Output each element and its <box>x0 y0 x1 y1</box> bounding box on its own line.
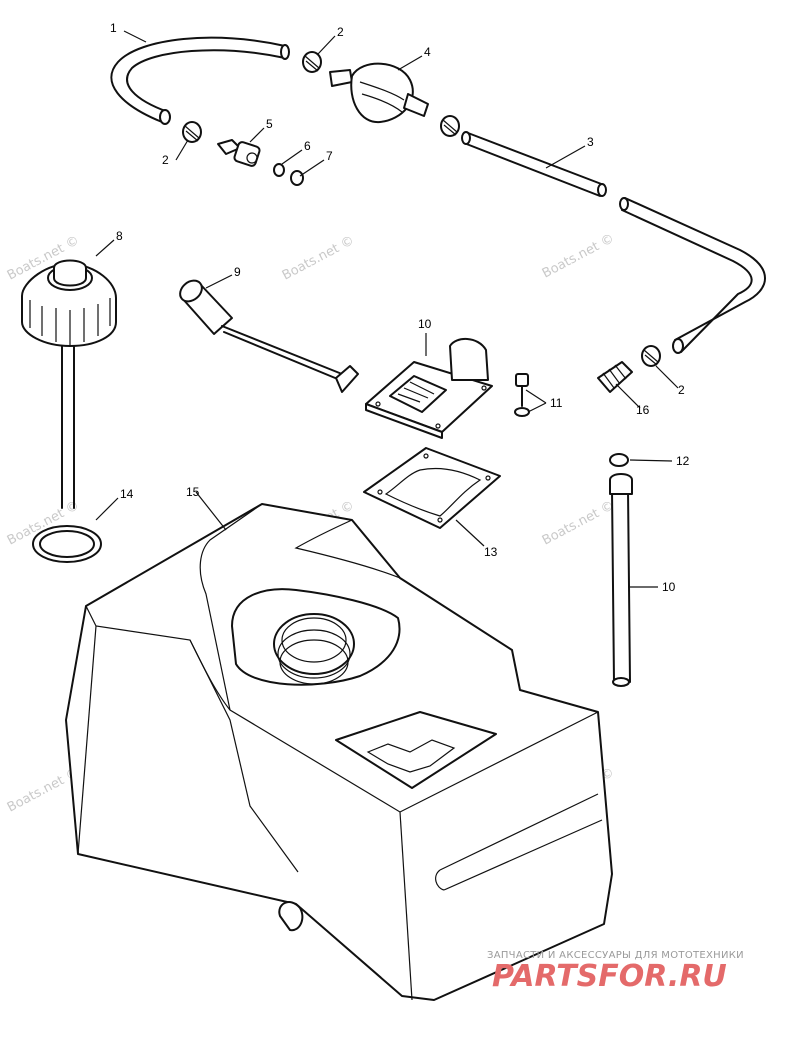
watermark: Boats.net © <box>540 231 617 281</box>
callout-13: 13 <box>484 545 498 559</box>
callout-4: 4 <box>424 45 431 59</box>
footer-tagline: ЗАПЧАСТИ И АКСЕССУАРЫ ДЛЯ МОТОТЕХНИКИ <box>487 950 744 961</box>
o-ring-part-6 <box>273 163 285 177</box>
callout-5: 5 <box>266 117 273 131</box>
hose-part-3 <box>461 131 607 197</box>
float-arm-part-9 <box>179 279 359 393</box>
callout-6: 6 <box>304 139 311 153</box>
fuel-tank-part-15 <box>65 503 613 1001</box>
callout-7: 7 <box>326 149 333 163</box>
callout-15: 15 <box>186 485 200 499</box>
callout-12: 12 <box>676 454 690 468</box>
fitting-part-16 <box>597 361 633 393</box>
watermark: Boats.net © <box>540 498 617 548</box>
leader-lines <box>95 30 679 588</box>
fuel-connector-part-5 <box>217 139 261 167</box>
primer-bulb-part-4 <box>329 62 429 124</box>
o-ring-part-7 <box>290 170 304 186</box>
callout-9: 9 <box>234 265 241 279</box>
callout-10: 10 <box>418 317 432 331</box>
hose-clamp-2-right <box>641 345 661 367</box>
hose-clamp-2-mid <box>440 115 460 137</box>
screw-part-11 <box>514 373 530 417</box>
hose-part-1 <box>110 36 290 125</box>
hose-clamp-2-top <box>302 51 322 73</box>
callout-labels: 1 2 4 5 2 6 7 3 8 9 10 11 2 16 12 13 10 … <box>110 21 690 594</box>
callout-3: 3 <box>587 135 594 149</box>
callout-2: 2 <box>678 383 685 397</box>
callout-14: 14 <box>120 487 134 501</box>
callout-1: 1 <box>110 21 117 35</box>
hose-clamp-2-left <box>182 121 202 143</box>
fuel-sender-part-10 <box>365 338 493 439</box>
o-ring-part-12 <box>609 453 629 467</box>
gasket-part-13 <box>363 447 501 529</box>
footer-logo: PARTSFOR.RU <box>492 959 727 994</box>
callout-2: 2 <box>337 25 344 39</box>
callout-2: 2 <box>162 153 169 167</box>
callout-16: 16 <box>636 403 650 417</box>
seal-ring-part-14 <box>32 525 102 563</box>
callout-8: 8 <box>116 229 123 243</box>
filler-cap-gauge-part-8 <box>21 259 117 509</box>
callout-11: 11 <box>550 396 563 410</box>
callout-10: 10 <box>662 580 676 594</box>
footer-branding: ЗАПЧАСТИ И АКСЕССУАРЫ ДЛЯ МОТОТЕХНИКИ PA… <box>487 950 744 994</box>
watermark: Boats.net © <box>280 233 357 283</box>
pickup-tube-part-10 <box>609 473 633 687</box>
hose-right-long <box>619 197 766 354</box>
